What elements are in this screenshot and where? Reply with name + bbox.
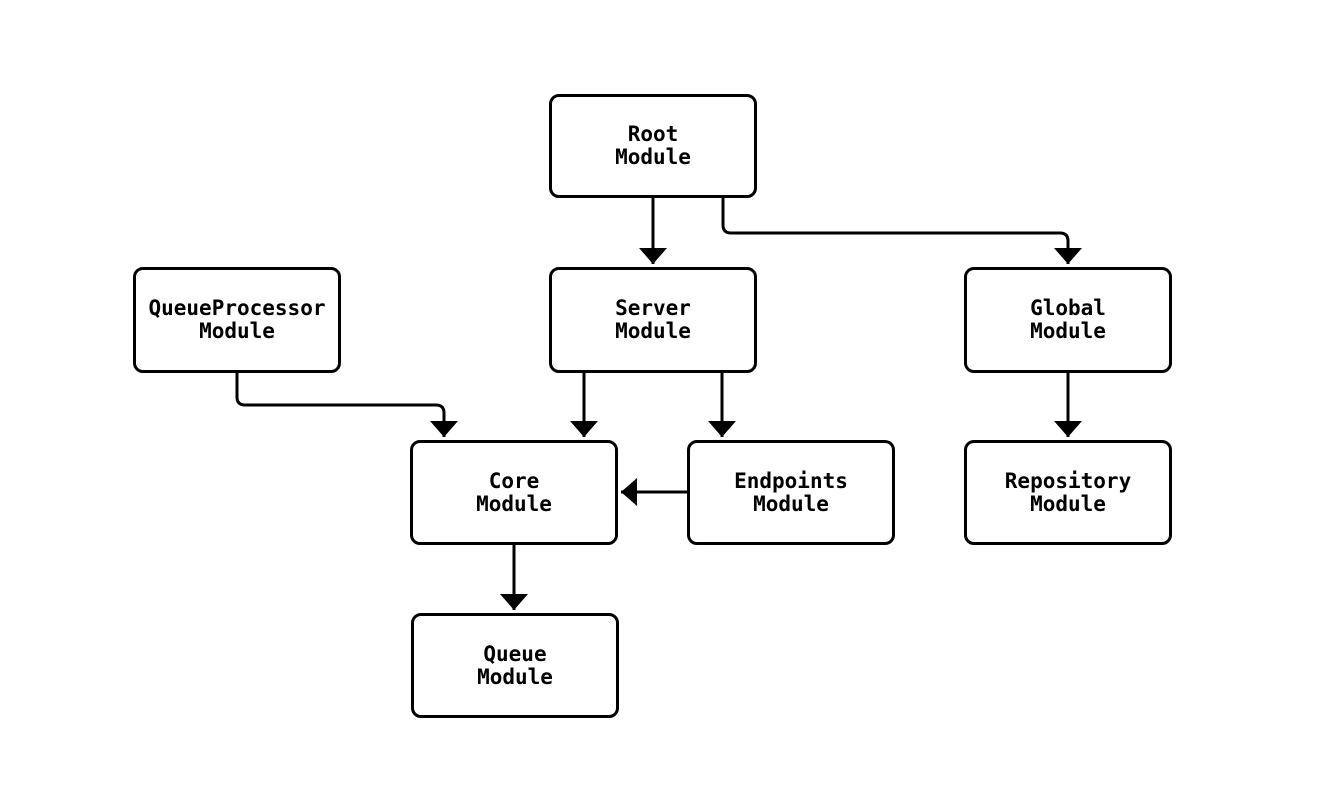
node-queueprocessor-module: QueueProcessor Module xyxy=(133,267,341,373)
edge-root-to-global xyxy=(721,198,1082,264)
node-core-module-label: Core Module xyxy=(476,468,552,516)
node-server-module-label: Server Module xyxy=(615,296,691,343)
node-repository-module: Repository Module xyxy=(964,440,1172,545)
node-global-module: Global Module xyxy=(964,267,1172,373)
node-root-module-label: Root Module xyxy=(615,122,691,169)
node-server-module: Server Module xyxy=(549,267,757,373)
node-repository-module-label: Repository Module xyxy=(1004,468,1132,516)
node-endpoints-module: Endpoints Module xyxy=(687,440,895,545)
node-queue-module-label: Queue Module xyxy=(477,641,553,689)
node-global-module-label: Global Module xyxy=(1030,296,1106,343)
node-root-module: Root Module xyxy=(549,94,757,198)
node-endpoints-module-label: Endpoints Module xyxy=(734,468,848,516)
node-core-module: Core Module xyxy=(410,440,618,545)
node-queue-module: Queue Module xyxy=(411,613,619,718)
node-queueprocessor-module-label: QueueProcessor Module xyxy=(148,296,326,343)
edge-queueprocessor-to-core xyxy=(235,373,458,437)
